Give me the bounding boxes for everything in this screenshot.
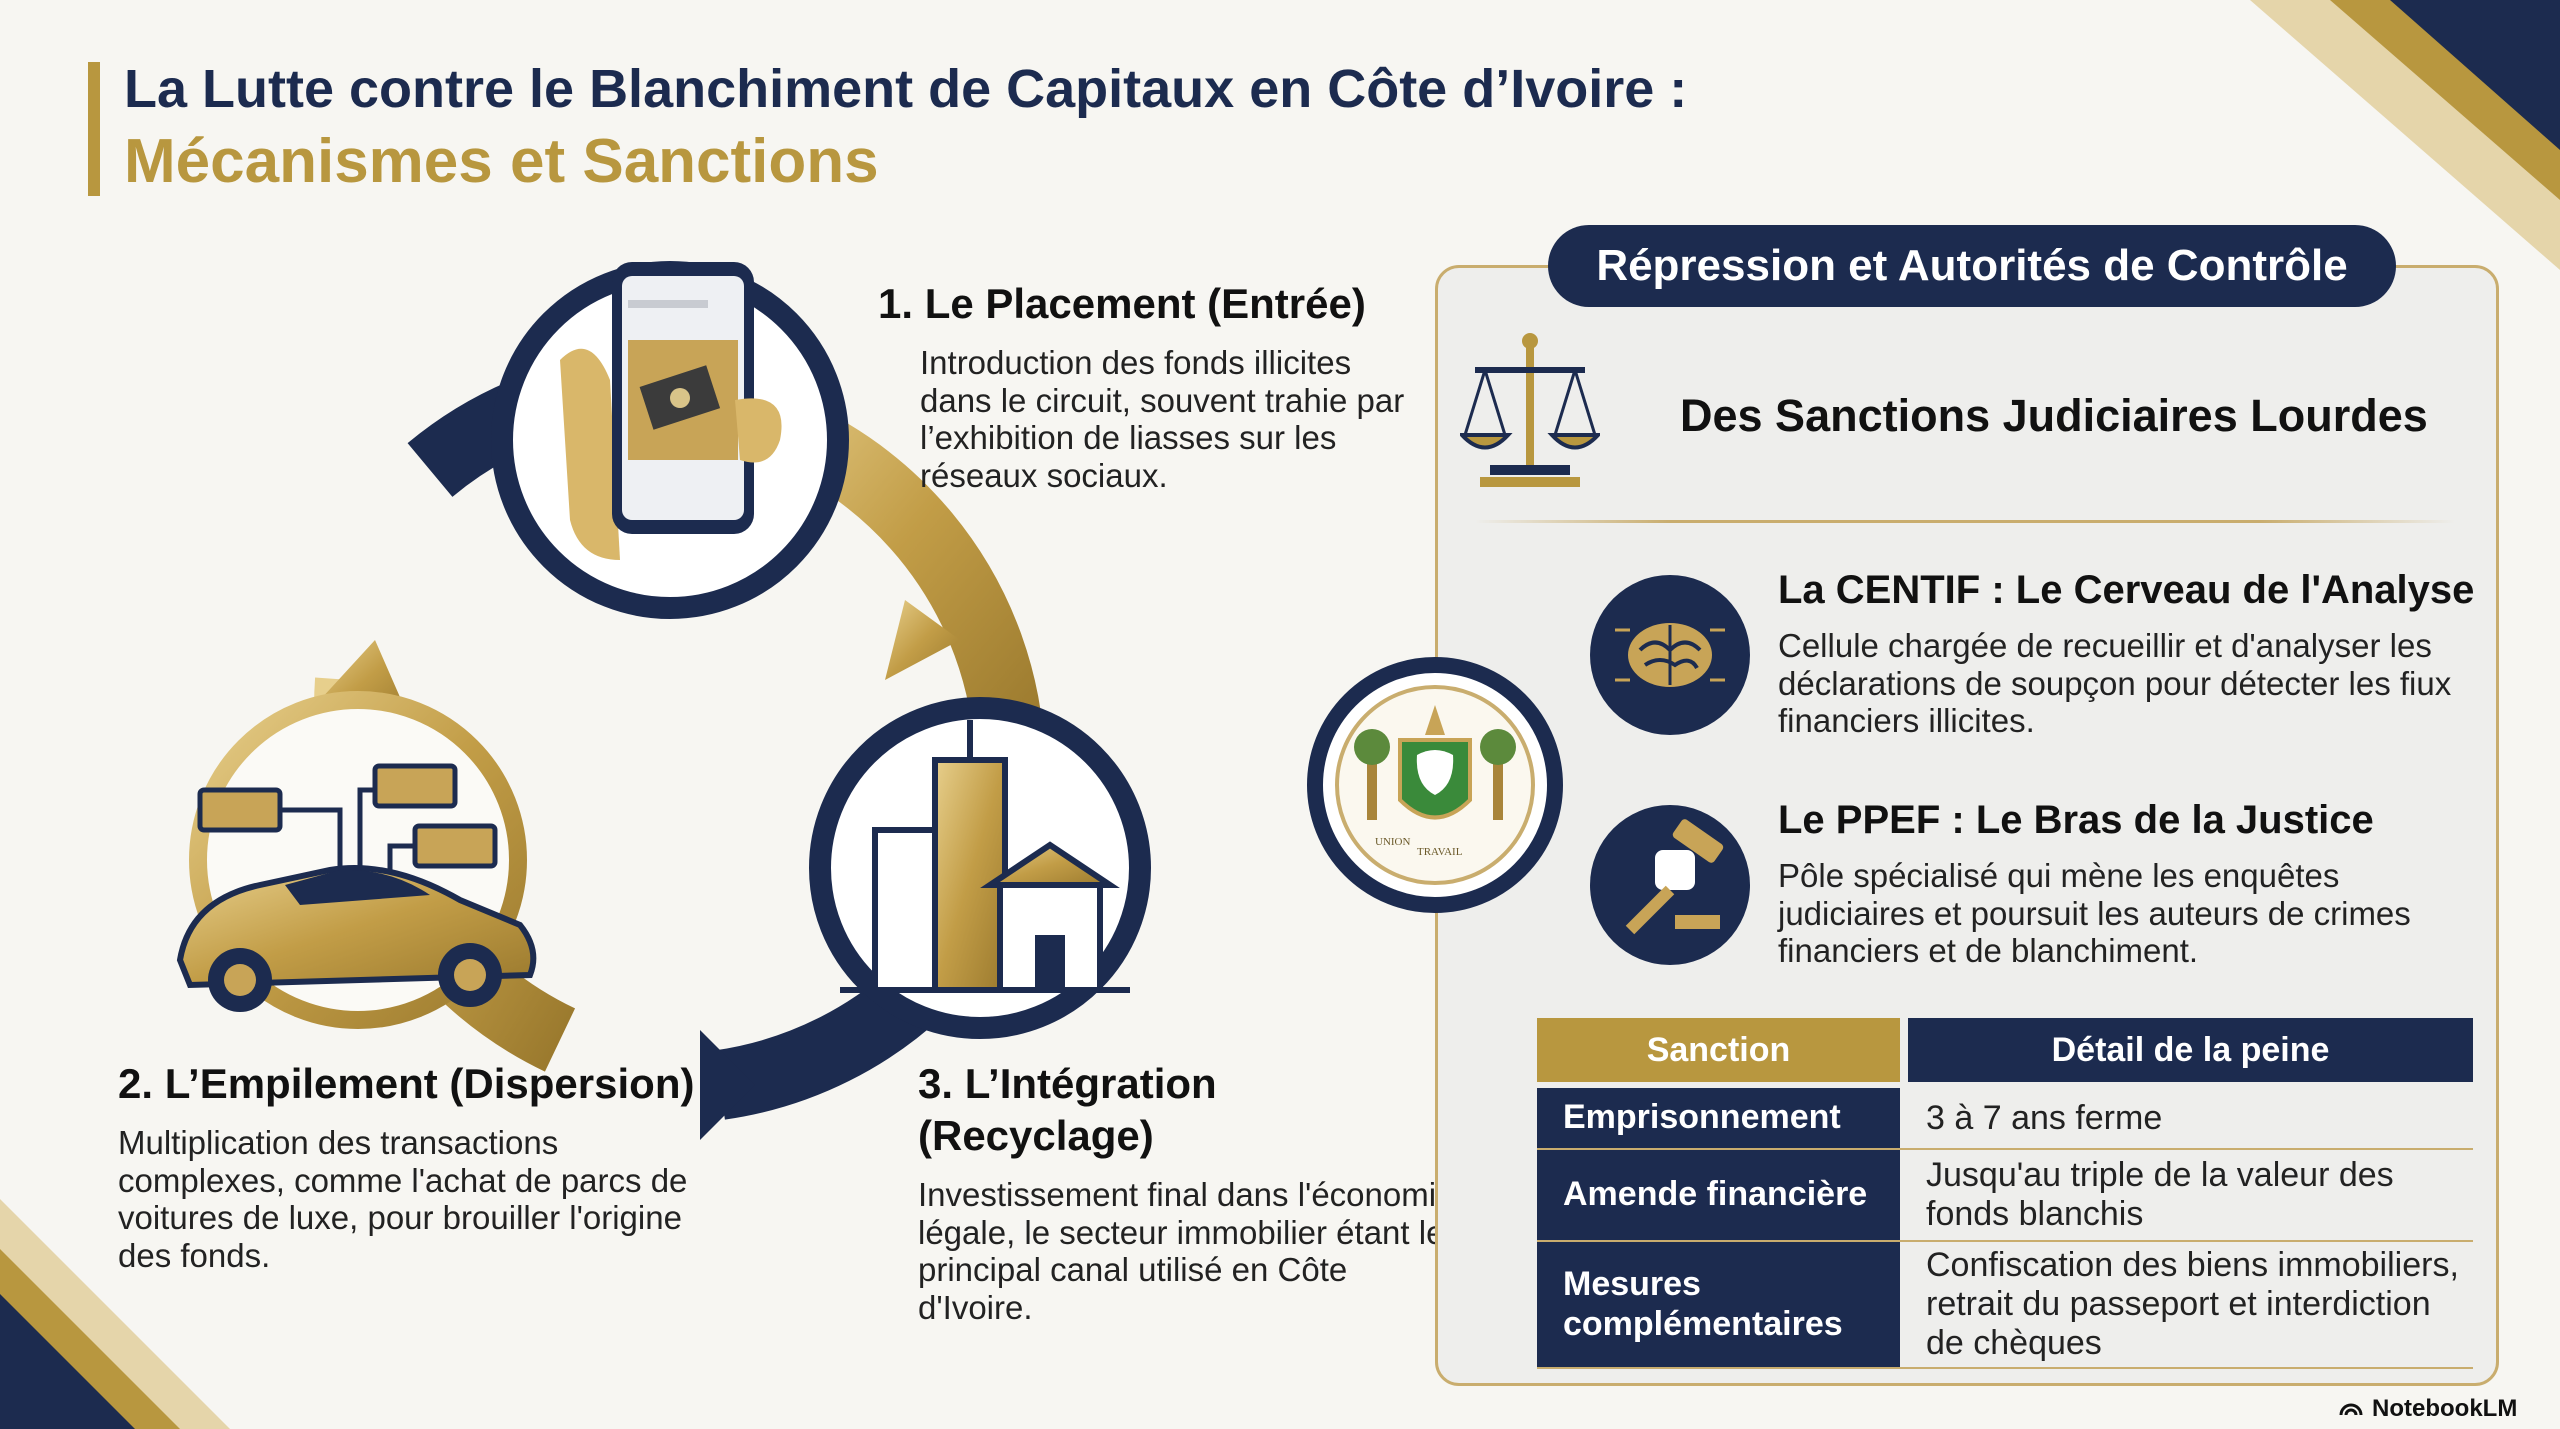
org-title: La CENTIF : Le Cerveau de l'Analyse <box>1778 568 2475 612</box>
cycle-arrow <box>700 1030 755 1140</box>
table-row: Mesures complémentaires Confiscation des… <box>1537 1242 2473 1369</box>
org-description: Pôle spécialisé qui mène les enquêtes ju… <box>1778 857 2411 970</box>
table-row: Amende financière Jusqu'au triple de la … <box>1537 1150 2473 1242</box>
laundering-cycle-diagram <box>176 261 1151 1140</box>
panel-header: Répression et Autorités de Contrôle <box>1548 225 2396 307</box>
emblem-motto-left: UNION <box>1375 836 1410 848</box>
org-centif: La CENTIF : Le Cerveau de l'Analyse Cell… <box>1778 568 2478 740</box>
page-title: La Lutte contre le Blanchiment de Capita… <box>124 59 1688 119</box>
org-title: Le PPEF : Le Bras de la Justice <box>1778 798 2374 842</box>
corner-decoration-top-right <box>2250 0 2560 270</box>
step-description: Introduction des fonds illicites dans le… <box>920 344 1405 494</box>
step-title: 2. L’Empilement (Dispersion) <box>118 1060 695 1107</box>
sanctions-heading: Des Sanctions Judiciaires Lourdes <box>1680 390 2428 441</box>
notebooklm-logo-icon <box>2339 1403 2363 1416</box>
table-header-cell: Détail de la peine <box>1908 1018 2473 1082</box>
corner-decoration-bottom-left <box>0 1199 230 1429</box>
buildings-icon <box>809 697 1151 1039</box>
table-cell: Amende financière <box>1537 1150 1900 1240</box>
step-description: Multiplication des transactions complexe… <box>118 1124 688 1274</box>
table-cell: Emprisonnement <box>1537 1088 1900 1148</box>
table-header-row: Sanction Détail de la peine <box>1537 1018 2473 1082</box>
table-cell: 3 à 7 ans ferme <box>1926 1098 2163 1137</box>
step-description: Investissement final dans l'économie lég… <box>918 1176 1455 1326</box>
table-cell: Confiscation des biens immobiliers, retr… <box>1926 1246 2459 1362</box>
table-header-cell: Sanction <box>1537 1018 1900 1082</box>
step-empilement: 2. L’Empilement (Dispersion) Multiplicat… <box>118 1058 698 1275</box>
brain-icon <box>1590 575 1750 735</box>
notebooklm-brand: NotebookLM <box>2372 1395 2518 1422</box>
table-cell: Mesures complémentaires <box>1537 1242 1900 1367</box>
smartphone-cash-icon <box>491 261 849 619</box>
divider <box>1475 520 2455 523</box>
step-title: 3. L’Intégration (Recyclage) <box>918 1060 1217 1160</box>
sanctions-table: Sanction Détail de la peine Emprisonneme… <box>1537 1018 2473 1369</box>
luxury-car-icon <box>176 691 537 1029</box>
gavel-fist-icon <box>1590 805 1750 965</box>
table-row: Emprisonnement 3 à 7 ans ferme <box>1537 1088 2473 1150</box>
emblem-motto-bottom: TRAVAIL <box>1417 846 1463 858</box>
org-ppef: Le PPEF : Le Bras de la Justice Pôle spé… <box>1778 798 2478 970</box>
step-title: 1. Le Placement (Entrée) <box>878 280 1366 327</box>
cycle-arrow <box>885 600 960 680</box>
step-placement: 1. Le Placement (Entrée) Introduction de… <box>878 278 1418 495</box>
step-integration: 3. L’Intégration (Recyclage) Investissem… <box>918 1058 1458 1327</box>
coat-of-arms-icon: UNION TRAVAIL <box>1307 657 1563 913</box>
org-description: Cellule chargée de recueillir et d'analy… <box>1778 627 2452 740</box>
title-accent-bar <box>88 62 100 196</box>
table-cell: Jusqu'au triple de la valeur des fonds b… <box>1926 1156 2394 1233</box>
page-subtitle: Mécanismes et Sanctions <box>124 127 879 196</box>
scales-of-justice-icon <box>1460 333 1600 487</box>
